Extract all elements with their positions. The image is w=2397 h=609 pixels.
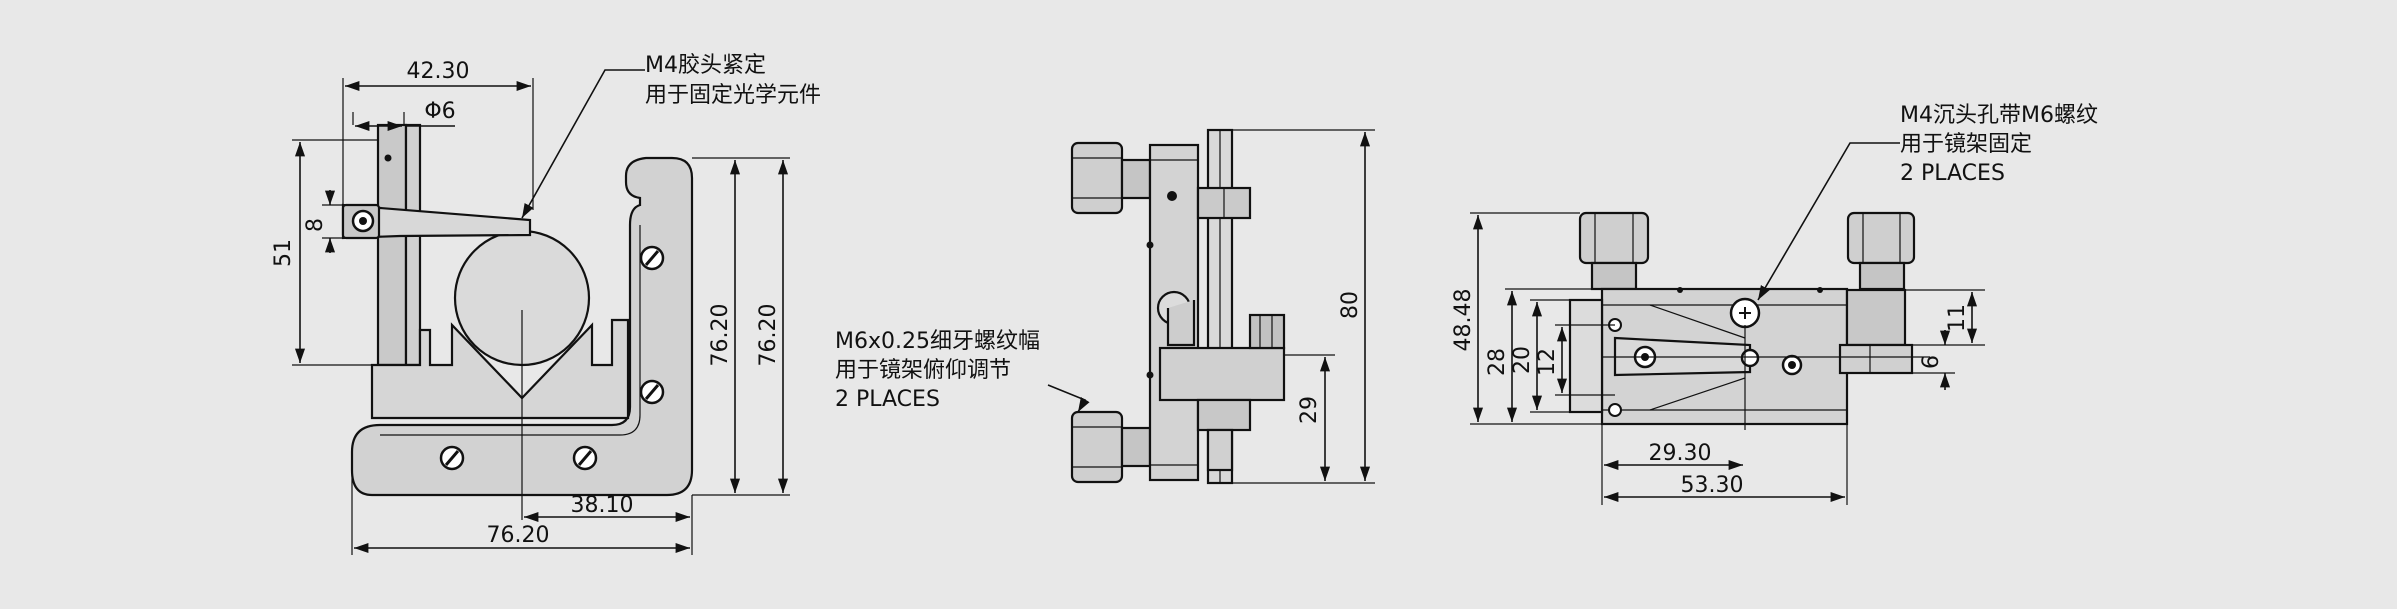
dim-h-20: 20	[1510, 346, 1535, 374]
dim-h-28: 28	[1485, 348, 1510, 376]
dim-height-a: 76.20	[708, 304, 733, 367]
adjuster-knob-top	[1070, 141, 1124, 215]
dim-h-6: 6	[1919, 355, 1944, 369]
top-knob-left	[1578, 211, 1650, 265]
dim-offset: 38.10	[571, 493, 634, 518]
v-block	[370, 318, 630, 420]
dim-h-12: 12	[1535, 348, 1560, 376]
front-note-line1: M4胶头紧定	[645, 53, 766, 78]
bracket-screw-icon	[439, 445, 465, 471]
side-v-block	[1158, 346, 1286, 402]
side-note-line3: 2 PLACES	[835, 387, 940, 412]
dim-width-top: 42.30	[407, 59, 470, 84]
dim-h-11: 11	[1945, 304, 1970, 332]
dim-height-29: 29	[1297, 396, 1322, 424]
bracket-screw-icon	[639, 379, 665, 405]
dim-w-53: 53.30	[1681, 473, 1744, 498]
dim-width-bottom: 76.20	[487, 523, 550, 548]
bracket-screw-icon	[572, 445, 598, 471]
side-note-line1: M6x0.25细牙螺纹幅	[835, 329, 1040, 354]
dim-height-51: 51	[271, 239, 296, 267]
adjuster-knob-bottom	[1070, 410, 1124, 484]
side-note-line2: 用于镜架俯仰调节	[835, 358, 1011, 383]
top-view: 48.48 28 20 12 11 6 29.30 53.30 M4沉头孔带M6…	[1451, 103, 2098, 505]
dim-h-48: 48.48	[1451, 289, 1476, 352]
dim-clamp-h: 8	[303, 218, 328, 232]
dim-height-80: 80	[1338, 291, 1363, 319]
top-note-line3: 2 PLACES	[1900, 161, 2005, 186]
top-note-line2: 用于镜架固定	[1900, 132, 2032, 157]
dim-hole-dia: Φ6	[424, 99, 455, 124]
side-view: 80 29 M6x0.25细牙螺纹幅 用于镜架俯仰调节 2 PLACES	[835, 128, 1375, 485]
dim-height-b: 76.20	[756, 304, 781, 367]
bracket-screw-icon	[639, 245, 665, 271]
top-knob-right	[1846, 211, 1916, 265]
top-note-line1: M4沉头孔带M6螺纹	[1900, 103, 2098, 128]
front-note-line2: 用于固定光学元件	[645, 83, 821, 108]
front-view: 42.30 Φ6 8 51 76.20 76.20 38.10 76.20 M4…	[271, 53, 821, 555]
dim-w-29: 29.30	[1649, 441, 1712, 466]
clamp-post	[376, 123, 408, 367]
